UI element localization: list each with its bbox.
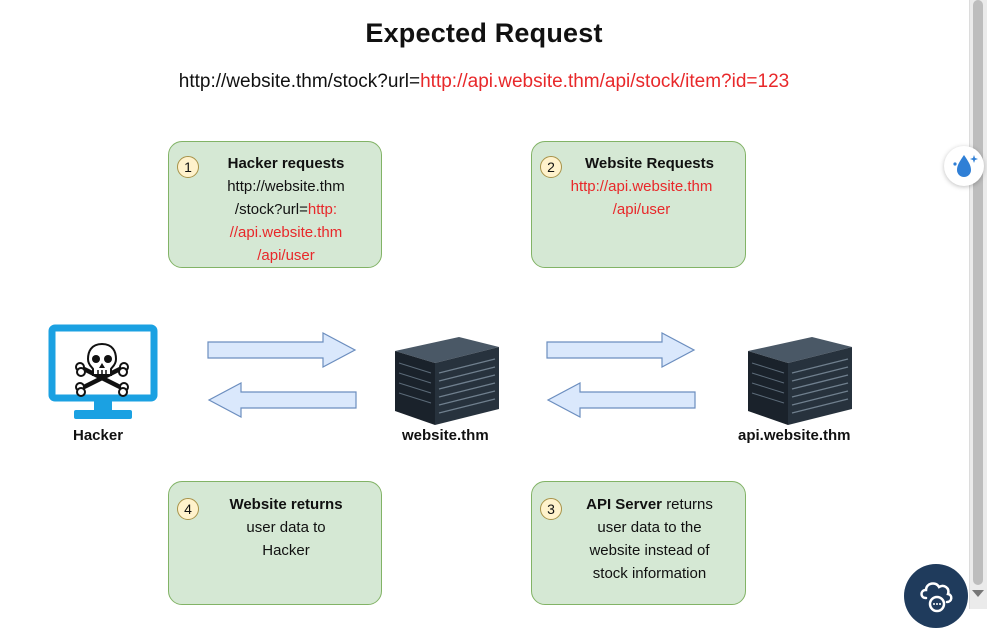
chat-button[interactable]	[904, 564, 968, 628]
step-4-title: Website returns	[229, 496, 343, 513]
step-2-red-line-2: /api/user	[612, 201, 671, 218]
hacker-monitor-skull-icon	[48, 324, 158, 419]
website-label: website.thm	[402, 427, 489, 444]
forward-request-arrow-icon	[546, 332, 696, 368]
scrollbar-thumb[interactable]	[973, 0, 983, 585]
request-url: http://website.thm/stock?url=http://api.…	[0, 71, 968, 93]
extension-button[interactable]	[944, 146, 984, 186]
response-arrow-icon	[207, 382, 357, 418]
scroll-down-arrow-icon[interactable]	[972, 590, 984, 597]
diagram-title: Expected Request	[365, 18, 603, 48]
extension-droplet-icon	[953, 155, 978, 177]
request-url-base: http://website.thm/stock?url=	[178, 71, 421, 92]
step-3-box: 3 API Server returns user data to the we…	[531, 481, 746, 605]
step-3-line-3: stock information	[592, 565, 707, 582]
step-1-line-1: http://website.thm	[227, 178, 345, 195]
hacker-label: Hacker	[73, 427, 124, 444]
step-2-number: 2	[540, 156, 562, 178]
step-1-title: Hacker requests	[227, 155, 345, 172]
step-4-box: 4 Website returns user data to Hacker	[168, 481, 382, 605]
step-3-title-line: API Server returns	[532, 493, 745, 516]
step-2-red-line-1: http://api.website.thm	[570, 178, 713, 195]
step-3-line-1: user data to the	[597, 519, 702, 536]
request-url-param: http://api.website.thm/api/stock/item?id…	[420, 71, 790, 92]
api-server-icon	[748, 337, 852, 425]
cloud-chat-icon	[920, 582, 953, 613]
step-3-line-2: website instead of	[589, 542, 710, 559]
step-1-line-2-text: /stock?url=	[234, 201, 308, 218]
step-1-red-line-2: /api/user	[257, 247, 315, 264]
step-4-line-2: Hacker	[262, 542, 310, 559]
step-4-line-1: user data to	[246, 519, 326, 536]
step-1-line-2-red: http:	[307, 201, 338, 218]
step-3-title: API Server	[586, 496, 663, 513]
step-4-number: 4	[177, 498, 199, 520]
api-label: api.website.thm	[738, 427, 851, 444]
step-2-box: 2 Website Requests http://api.website.th…	[531, 141, 746, 268]
step-1-box: 1 Hacker requests http://website.thm /st…	[168, 141, 382, 268]
step-2-title: Website Requests	[585, 155, 714, 172]
step-1-red-line-1: //api.website.thm	[229, 224, 343, 241]
step-1-line-2: /stock?url=http:	[169, 198, 381, 221]
step-3-title-rest: returns	[666, 496, 713, 513]
api-response-arrow-icon	[546, 382, 696, 418]
website-server-icon	[395, 337, 499, 425]
step-1-number: 1	[177, 156, 199, 178]
request-arrow-icon	[207, 332, 357, 368]
step-3-number: 3	[540, 498, 562, 520]
